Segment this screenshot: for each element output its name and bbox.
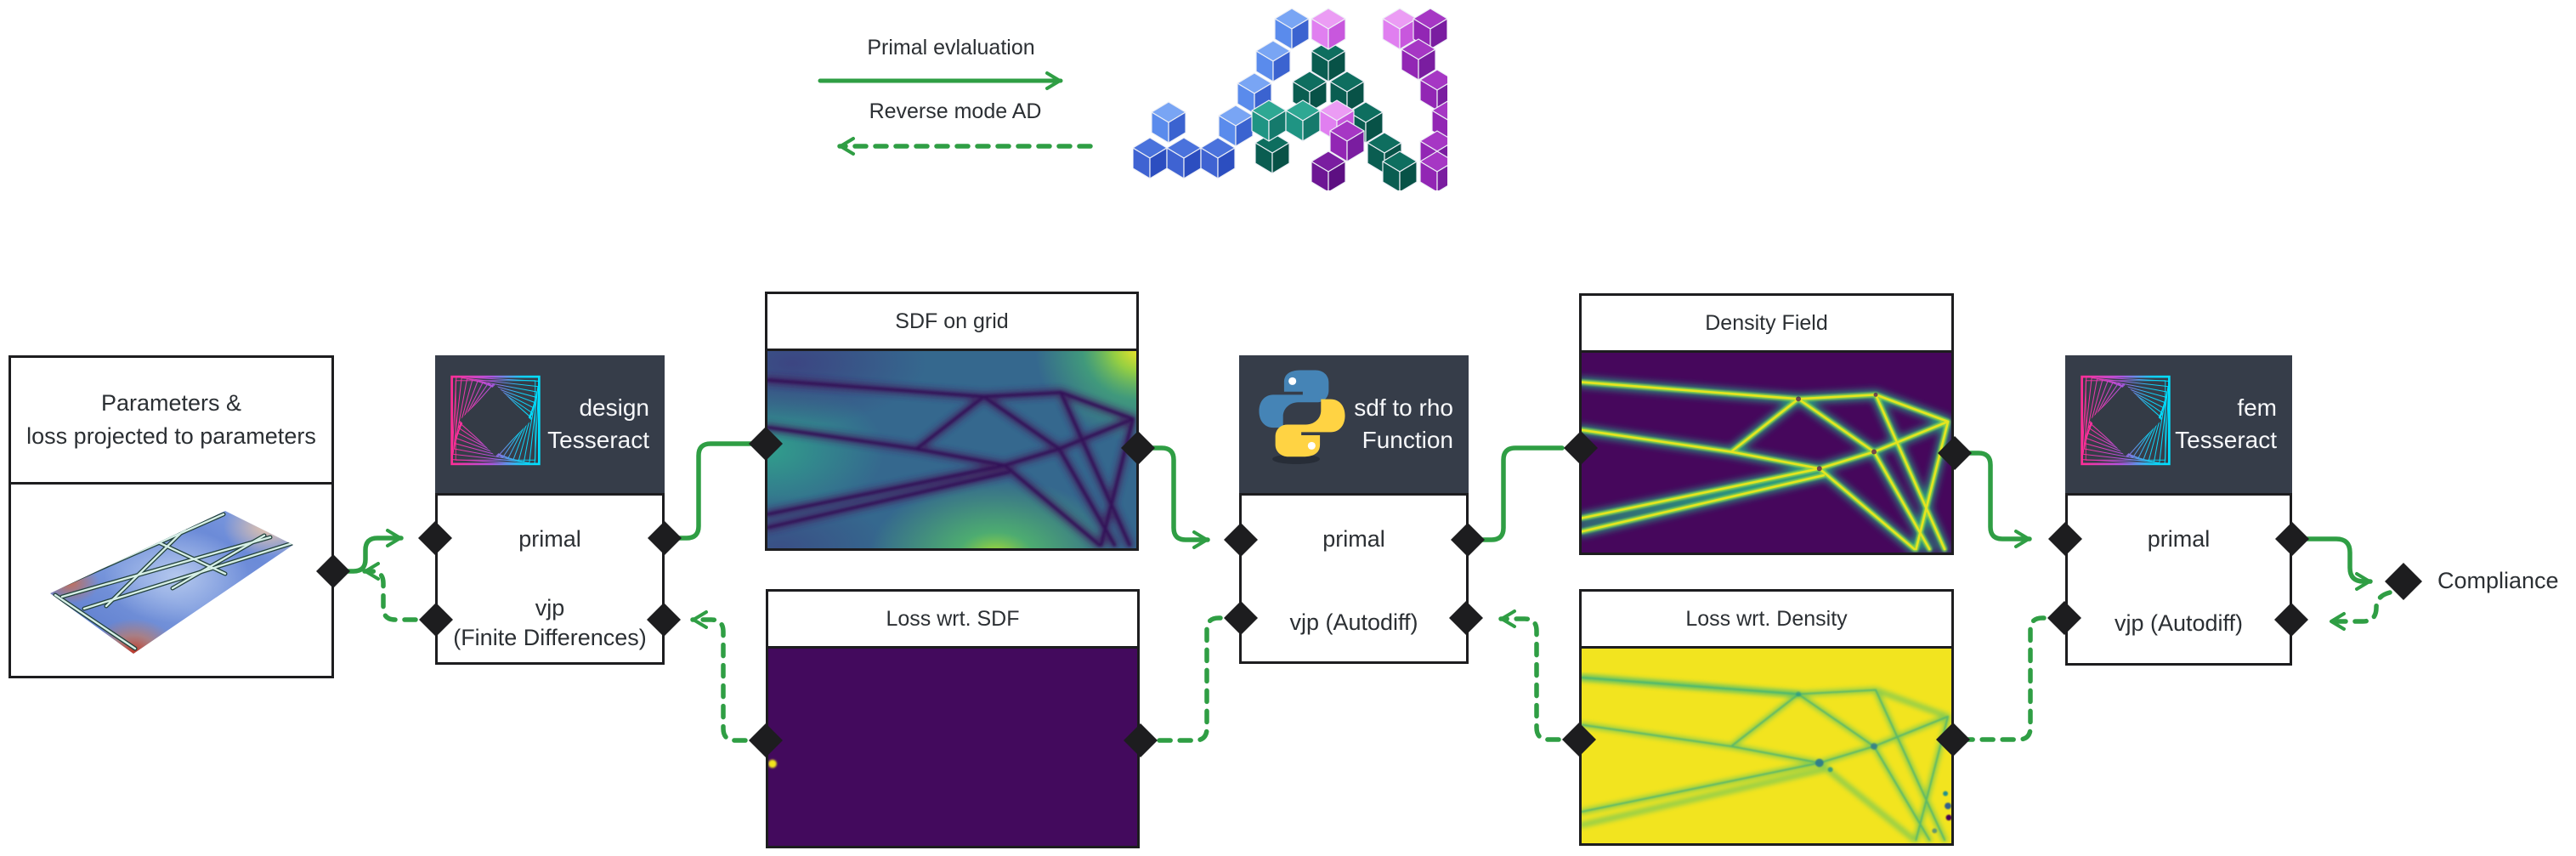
sdf-to-rho-body: primal vjp (Autodiff) bbox=[1239, 493, 1469, 664]
design-tesseract-body: primal vjp (Finite Differences) bbox=[435, 493, 665, 665]
arrow-func-to-density bbox=[1465, 445, 1565, 542]
port-compliance bbox=[2385, 563, 2422, 600]
arrow-loss-density-to-func-vjp bbox=[1498, 609, 1582, 742]
tesseract-logo-icon bbox=[2077, 372, 2174, 468]
fem-tesseract-label: fem Tesseract bbox=[2175, 392, 2292, 456]
design-vjp-label: vjp (Finite Differences) bbox=[453, 593, 647, 653]
fem-tesseract-body: primal vjp (Autodiff) bbox=[2065, 493, 2292, 666]
arrow-sdf-to-func bbox=[1135, 445, 1210, 549]
density-field-panel: Density Field bbox=[1579, 293, 1954, 555]
sdf-to-rho-vjp-row: vjp (Autodiff) bbox=[1242, 584, 1466, 661]
sdf-to-rho-primal-label: primal bbox=[1322, 526, 1385, 553]
sdf-panel-title: SDF on grid bbox=[767, 294, 1136, 351]
fem-primal-row: primal bbox=[2068, 496, 2290, 584]
arrow-loss-sdf-to-design-vjp bbox=[690, 610, 768, 743]
parameters-box: Parameters & loss projected to parameter… bbox=[8, 355, 334, 678]
design-tesseract-node: design Tesseract primal vjp (Finite Diff… bbox=[435, 355, 665, 665]
sdf-to-rho-label: sdf to rho Function bbox=[1354, 392, 1469, 456]
sdf-title-text: SDF on grid bbox=[895, 309, 1009, 333]
compliance-output-label: Compliance bbox=[2437, 568, 2559, 593]
fem-vjp-label: vjp (Autodiff) bbox=[2114, 609, 2244, 636]
arrow-compliance-to-fem-vjp bbox=[2328, 590, 2392, 631]
loss-density-title-text: Loss wrt. Density bbox=[1685, 606, 1848, 631]
arrow-density-to-fem bbox=[1952, 451, 2032, 548]
legend-reverse-label: Reverse mode AD bbox=[869, 99, 1042, 123]
parameters-3d-preview bbox=[11, 485, 331, 676]
design-primal-label: primal bbox=[518, 526, 581, 553]
design-tesseract-header: design Tesseract bbox=[435, 355, 665, 493]
arrow-func-vjp-to-loss-sdf bbox=[1150, 615, 1243, 743]
jax-logo bbox=[1133, 8, 1447, 190]
design-vjp-line1: vjp bbox=[535, 594, 565, 621]
loss-density-panel-title: Loss wrt. Density bbox=[1582, 592, 1951, 649]
design-tesseract-label: design Tesseract bbox=[547, 392, 665, 456]
parameters-title-line1: Parameters & bbox=[100, 389, 242, 416]
sdf-to-rho-header: sdf to rho Function bbox=[1239, 355, 1469, 493]
legend-primal-label: Primal evlaluation bbox=[867, 36, 1035, 60]
fem-tesseract-node: fem Tesseract primal vjp (Autodiff) bbox=[2065, 355, 2292, 666]
loss-sdf-title-text: Loss wrt. SDF bbox=[886, 606, 1020, 631]
fem-label-line2: Tesseract bbox=[2175, 427, 2277, 453]
arrow-fem-to-compliance bbox=[2290, 536, 2373, 591]
design-label-line1: design bbox=[579, 394, 649, 422]
sdf-to-rho-vjp-label: vjp (Autodiff) bbox=[1289, 609, 1418, 635]
design-primal-row: primal bbox=[438, 496, 662, 584]
design-vjp-line2: (Finite Differences) bbox=[453, 625, 647, 650]
sdf-to-rho-label-line2: Function bbox=[1362, 427, 1453, 453]
density-field-image bbox=[1582, 353, 1951, 553]
loss-wrt-sdf-panel: Loss wrt. SDF bbox=[766, 589, 1140, 848]
fem-tesseract-header: fem Tesseract bbox=[2065, 355, 2292, 493]
sdf-on-grid-panel: SDF on grid bbox=[765, 292, 1139, 551]
arrow-params-to-design bbox=[331, 529, 404, 574]
arrow-fem-vjp-to-loss-density bbox=[1965, 615, 2067, 742]
sdf-to-rho-label-line1: sdf to rho bbox=[1354, 394, 1453, 422]
design-vjp-row: vjp (Finite Differences) bbox=[438, 584, 662, 662]
loss-sdf-panel-title: Loss wrt. SDF bbox=[768, 592, 1137, 649]
loss-sdf-field-image bbox=[768, 649, 1137, 846]
arrow-design-vjp-to-params bbox=[362, 562, 439, 622]
tesseract-logo-icon bbox=[447, 372, 544, 468]
fem-label-line1: fem bbox=[2237, 394, 2277, 422]
loss-density-field-image bbox=[1582, 649, 1951, 843]
sdf-to-rho-node: sdf to rho Function primal vjp (Autodiff… bbox=[1239, 355, 1469, 664]
loss-wrt-density-panel: Loss wrt. Density bbox=[1579, 589, 1954, 846]
parameters-title-line2: loss projected to parameters bbox=[26, 423, 316, 449]
sdf-to-rho-primal-row: primal bbox=[1242, 496, 1466, 584]
fem-primal-label: primal bbox=[2147, 526, 2211, 553]
parameters-box-title: Parameters & loss projected to parameter… bbox=[11, 358, 331, 485]
fem-vjp-row: vjp (Autodiff) bbox=[2068, 584, 2290, 663]
density-title-text: Density Field bbox=[1705, 310, 1828, 335]
design-label-line2: Tesseract bbox=[547, 427, 649, 453]
python-logo-icon bbox=[1259, 370, 1345, 464]
density-panel-title: Density Field bbox=[1582, 296, 1951, 353]
sdf-field-image bbox=[767, 351, 1136, 548]
arrow-design-to-sdf bbox=[662, 441, 756, 541]
